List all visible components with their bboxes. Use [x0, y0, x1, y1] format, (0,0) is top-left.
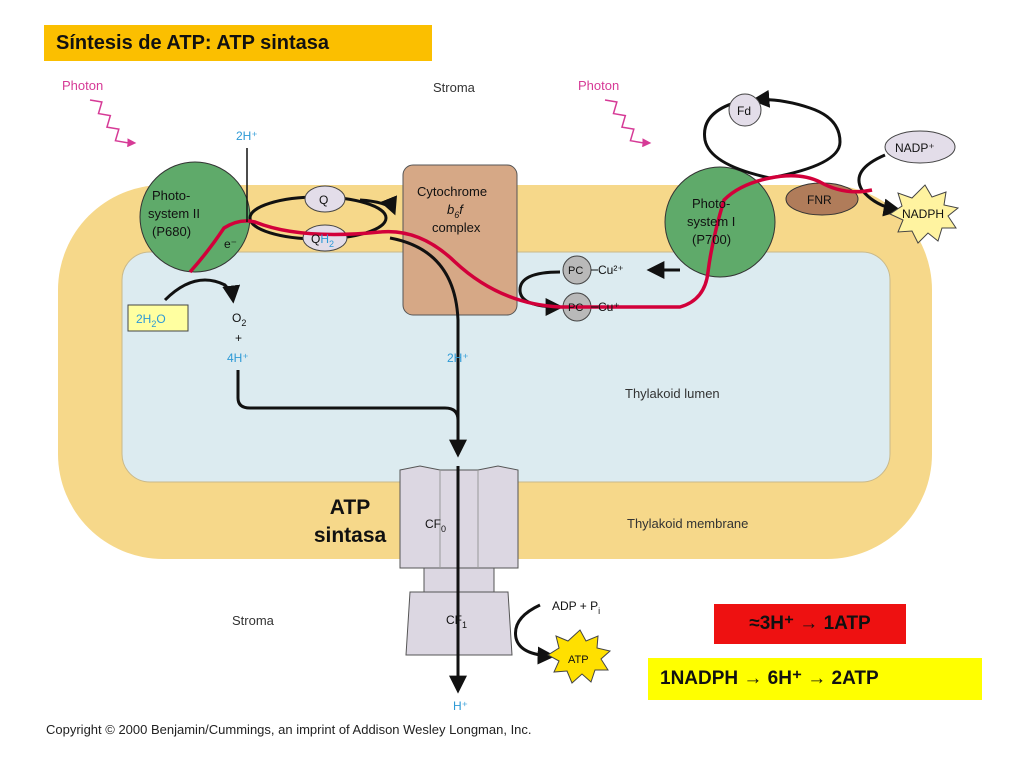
proton-flow-right	[389, 236, 467, 458]
fd-label: Fd	[737, 104, 751, 118]
copyright-notice: Copyright © 2000 Benjamin/Cummings, an i…	[46, 722, 532, 737]
two-h-lumen-label: 2H⁺	[447, 351, 469, 365]
two-h-top-label: 2H⁺	[236, 129, 258, 143]
pc-top-label: PC	[568, 265, 583, 277]
fnr-label: FNR	[807, 193, 832, 207]
fd-loop-left	[703, 98, 771, 180]
ps2-line2: system II	[148, 206, 200, 221]
fd-node	[728, 93, 762, 127]
cytochrome-line3: complex	[432, 220, 481, 235]
atp-sintasa-line2: sintasa	[313, 524, 387, 547]
cu1-label: Cu⁺	[598, 300, 620, 314]
cytochrome-line2: b6f	[447, 202, 464, 220]
lumen-label: Thylakoid lumen	[625, 386, 720, 401]
plus-label: +	[235, 331, 242, 345]
photosystem-i	[664, 166, 776, 278]
photon-squiggle-right	[604, 99, 652, 148]
atp-star-label: ATP	[568, 654, 589, 666]
water-split-arrow	[163, 278, 241, 304]
adp-pi-label: ADP + Pi	[552, 599, 600, 616]
nadp-node	[884, 130, 956, 164]
adp-to-atp-arrow	[514, 603, 556, 665]
cu2-label: Cu²⁺	[598, 263, 624, 277]
photon-squiggle-left	[89, 99, 137, 148]
membrane-label: Thylakoid membrane	[627, 516, 748, 531]
proton-atp-ratio-box: ≈3H⁺ → 1ATP	[714, 604, 906, 644]
nadph-atp-ratio-box: 1NADPH → 6H⁺ → 2ATP	[648, 658, 982, 700]
atp-sintasa-line1: ATP	[329, 496, 371, 519]
ps2-line3: (P680)	[152, 224, 191, 239]
stroma-top-label: Stroma	[433, 80, 476, 95]
o2-label: O2	[232, 311, 246, 328]
electron-path	[188, 174, 873, 309]
qh2-node	[302, 224, 348, 252]
q-label: Q	[319, 193, 328, 207]
atp-starburst	[547, 629, 612, 684]
ps1-line2: system I	[687, 214, 735, 229]
ps2-line1: Photo-	[152, 188, 190, 203]
four-h-label: 4H⁺	[227, 351, 249, 365]
pc-bottom-label: PC	[568, 302, 583, 314]
photon-left-label: Photon	[62, 78, 103, 93]
q-node	[304, 185, 346, 213]
cf0-label: CF0	[425, 517, 446, 534]
ps1-line1: Photo-	[692, 196, 730, 211]
ps1-line3: (P700)	[692, 232, 731, 247]
stroma-bottom-label: Stroma	[232, 613, 275, 628]
qh2-label: QH2	[311, 232, 334, 249]
q-cycle-arrow	[359, 195, 397, 216]
atp-sintasa-label: ATP sintasa	[300, 494, 400, 550]
nadp-label: NADP⁺	[895, 141, 935, 155]
slide-title: Síntesis de ATP: ATP sintasa	[44, 25, 432, 61]
electron-label: e⁻	[224, 237, 237, 251]
water-label: 2H2O	[136, 312, 166, 329]
cytochrome-line1: Cytochrome	[417, 184, 487, 199]
nadph-label: NADPH	[902, 207, 944, 221]
photon-right-label: Photon	[578, 78, 619, 93]
h-out-label: H⁺	[453, 699, 468, 713]
fd-loop	[751, 89, 842, 180]
water-box	[127, 304, 189, 332]
nadph-starburst	[888, 184, 960, 244]
cf1-label: CF1	[446, 613, 467, 630]
